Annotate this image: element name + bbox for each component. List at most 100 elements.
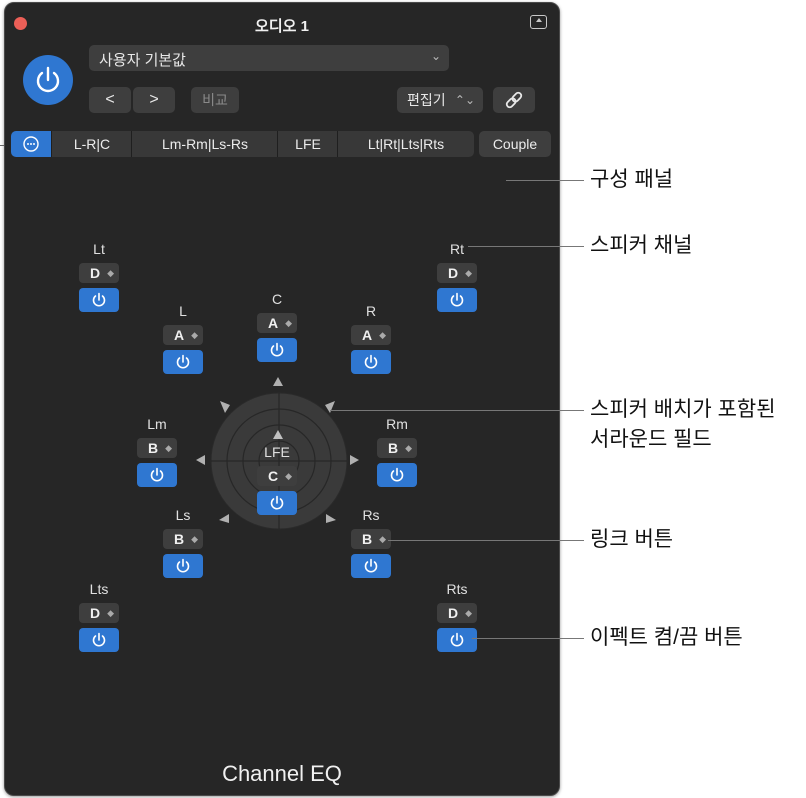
speaker-lm-config[interactable]: B◆ <box>137 438 177 458</box>
speaker-ls-config[interactable]: B◆ <box>163 529 203 549</box>
preset-value: 사용자 기본값 <box>99 52 186 69</box>
chevron-updown-icon: ◆ <box>191 534 198 544</box>
editor-view-dropdown[interactable]: 편집기 ⌃⌄ <box>397 87 483 113</box>
speaker-lfe-power-button[interactable] <box>257 491 297 515</box>
tab-lm-rm-ls-rs[interactable]: Lm-Rm|Ls-Rs <box>131 131 278 157</box>
title-bar: 오디오 1 <box>5 3 559 43</box>
speaker-rs-label: Rs <box>362 507 380 523</box>
power-icon <box>364 354 378 369</box>
callout-line-link-button <box>388 540 584 541</box>
speaker-l-power-button[interactable] <box>163 350 203 374</box>
speaker-lt-label: Lt <box>93 241 105 257</box>
chevron-updown-icon: ◆ <box>285 471 292 481</box>
link-icon <box>505 91 523 109</box>
power-icon <box>364 558 378 573</box>
speaker-c-icon <box>273 377 283 386</box>
speaker-lfe-config[interactable]: C◆ <box>257 466 297 486</box>
speaker-lt-config[interactable]: D◆ <box>79 263 119 283</box>
chevron-down-icon: ⌄ <box>430 49 441 63</box>
power-icon <box>176 558 190 573</box>
speaker-ls-power-button[interactable] <box>163 554 203 578</box>
speaker-rs-config-value: B <box>361 531 373 547</box>
couple-button[interactable]: Couple <box>479 131 551 157</box>
speaker-r-power-button[interactable] <box>351 350 391 374</box>
speaker-markers <box>196 377 359 523</box>
ellipsis-icon <box>23 136 39 152</box>
next-preset-button[interactable]: > <box>133 87 175 113</box>
speaker-rt-config[interactable]: D◆ <box>437 263 477 283</box>
speaker-rs-power-button[interactable] <box>351 554 391 578</box>
power-icon <box>150 467 164 482</box>
speaker-lts-config[interactable]: D◆ <box>79 603 119 623</box>
speaker-l-label: L <box>179 303 187 319</box>
speaker-rts-config[interactable]: D◆ <box>437 603 477 623</box>
speaker-c-config[interactable]: A◆ <box>257 313 297 333</box>
power-icon <box>92 292 106 307</box>
speaker-rts-label: Rts <box>446 581 468 597</box>
speaker-l-config[interactable]: A◆ <box>163 325 203 345</box>
chevron-right-icon: > <box>149 91 159 108</box>
tab-lt-rt-lts-rts[interactable]: Lt|Rt|Lts|Rts <box>337 131 474 157</box>
speaker-l-icon <box>220 401 230 413</box>
speaker-rm-label: Rm <box>386 416 408 432</box>
power-icon <box>270 495 284 510</box>
callout-line-surround-field <box>330 410 584 411</box>
speaker-lts-power-button[interactable] <box>79 628 119 652</box>
speaker-lfe-config-value: C <box>267 468 279 484</box>
plugin-power-button[interactable] <box>23 55 73 105</box>
previous-preset-button[interactable]: < <box>89 87 131 113</box>
callout-surround-field-line2: 서라운드 필드 <box>590 428 712 451</box>
speaker-lm-power-button[interactable] <box>137 463 177 487</box>
chevron-updown-icon: ◆ <box>465 268 472 278</box>
tab-more[interactable] <box>11 131 51 157</box>
speaker-ls-config-value: B <box>173 531 185 547</box>
speaker-rm-icon <box>350 455 359 465</box>
plugin-name: Channel EQ <box>222 761 342 786</box>
configuration-tab-bar: L-R|C Lm-Rm|Ls-Rs LFE Lt|Rt|Lts|Rts <box>11 131 531 157</box>
callout-line-speaker-channel <box>468 246 584 247</box>
chevron-updown-icon: ◆ <box>285 318 292 328</box>
compare-button[interactable]: 비교 <box>191 87 239 113</box>
preset-dropdown[interactable]: 사용자 기본값 ⌄ <box>89 45 449 71</box>
chevron-updown-icon: ◆ <box>107 608 114 618</box>
tab-lr-c[interactable]: L-R|C <box>51 131 132 157</box>
speaker-ls-label: Ls <box>175 507 191 523</box>
callout-line-effect-toggle <box>472 638 584 639</box>
speaker-lt-power-button[interactable] <box>79 288 119 312</box>
plugin-window: 오디오 1 사용자 기본값 ⌄ < > 비교 편집기 ⌃⌄ <box>4 2 560 796</box>
speaker-lt-config-value: D <box>89 265 101 281</box>
link-button[interactable] <box>493 87 535 113</box>
speaker-rts-power-button[interactable] <box>437 628 477 652</box>
speaker-r-config[interactable]: A◆ <box>351 325 391 345</box>
share-icon[interactable] <box>530 15 547 29</box>
tab-lfe[interactable]: LFE <box>277 131 338 157</box>
chevron-left-icon: < <box>105 91 115 108</box>
chevron-updown-icon: ◆ <box>379 330 386 340</box>
speaker-rm-power-button[interactable] <box>377 463 417 487</box>
speaker-rs-config[interactable]: B◆ <box>351 529 391 549</box>
speaker-lm-icon <box>196 455 205 465</box>
speaker-c-power-button[interactable] <box>257 338 297 362</box>
editor-label: 편집기 <box>407 92 446 108</box>
speaker-rt-power-button[interactable] <box>437 288 477 312</box>
chevron-updown-icon: ◆ <box>191 330 198 340</box>
chevron-updown-icon: ⌃⌄ <box>454 93 475 107</box>
speaker-r-config-value: A <box>361 327 373 343</box>
speaker-l-config-value: A <box>173 327 185 343</box>
window-title: 오디오 1 <box>255 18 309 35</box>
speaker-rm-config-value: B <box>387 440 399 456</box>
chevron-updown-icon: ◆ <box>379 534 386 544</box>
speaker-lm-config-value: B <box>147 440 159 456</box>
callout-speaker-channel: 스피커 채널 <box>590 234 693 257</box>
power-icon <box>390 467 404 482</box>
speaker-r-icon <box>325 401 335 413</box>
speaker-lfe-label: LFE <box>264 444 290 460</box>
close-button[interactable] <box>14 17 27 30</box>
callout-link-button: 링크 버튼 <box>590 528 674 551</box>
power-icon <box>92 632 106 647</box>
speaker-c-label: C <box>271 291 283 307</box>
speaker-rs-icon <box>326 514 336 523</box>
speaker-lts-label: Lts <box>89 581 109 597</box>
speaker-rm-config[interactable]: B◆ <box>377 438 417 458</box>
speaker-rts-config-value: D <box>447 605 459 621</box>
